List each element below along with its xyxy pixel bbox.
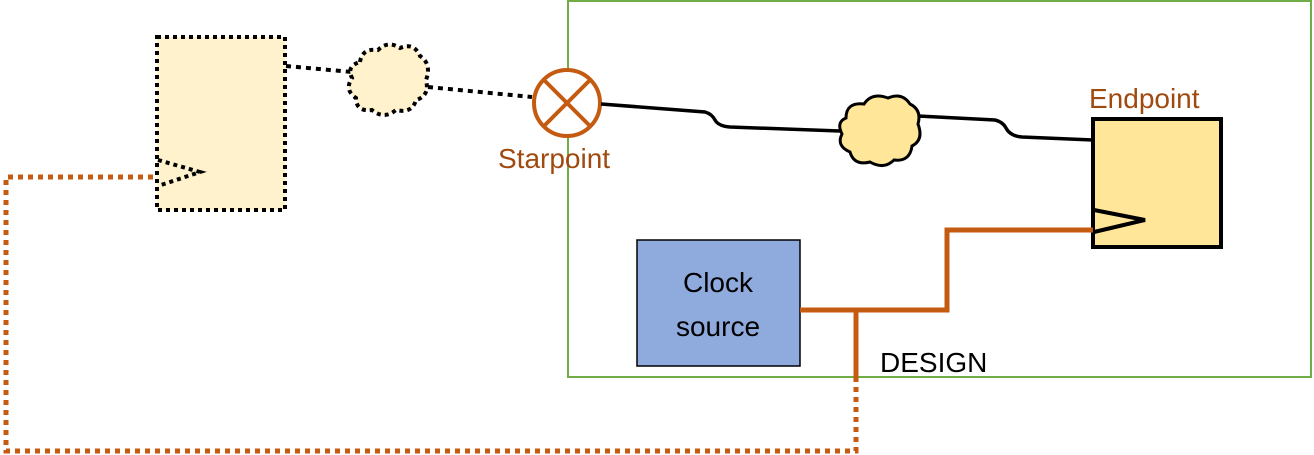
external-wire-2 [427,85,533,99]
external-logic-cloud [346,42,430,117]
clock-source-label-line1: Clock [683,267,754,298]
starpoint-label: Starpoint [498,143,610,174]
internal-wire-2 [917,114,1094,142]
internal-logic-cloud [838,94,922,167]
external-flipflop [155,35,287,212]
endpoint-clock-pin [1093,208,1146,234]
design-label: DESIGN [880,347,987,378]
clock-source-box [636,239,801,367]
external-wire-1 [285,64,353,74]
external-flipflop-clock-pin [157,158,207,188]
clock-source-label-line2: source [676,311,760,342]
internal-wire-1 [600,102,841,133]
starpoint-cross-2 [542,78,592,128]
design-boundary [567,0,1312,378]
clock-wire-external [3,174,859,454]
clock-wire-to-endpoint [800,227,1093,313]
endpoint-label: Endpoint [1089,83,1200,114]
